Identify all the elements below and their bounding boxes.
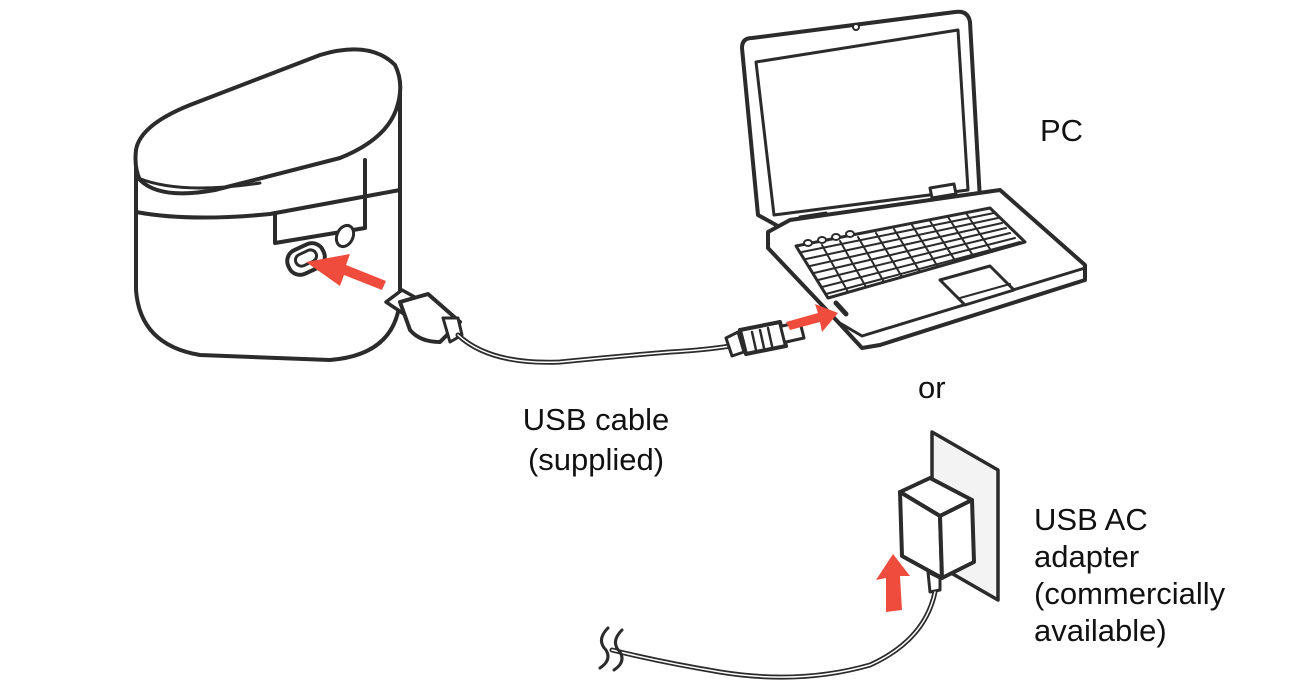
laptop-icon xyxy=(740,9,1087,350)
laptop-usb-port xyxy=(833,300,849,317)
label-adapter-line3: (commercially xyxy=(1034,576,1226,611)
label-usb-ac-adapter: USB AC adapter (commercially available) xyxy=(1034,501,1225,649)
label-adapter-line4: available) xyxy=(1034,613,1167,648)
arrow-into-laptop xyxy=(786,304,838,332)
label-adapter-line1: USB AC xyxy=(1034,502,1148,537)
arrow-icon xyxy=(306,254,910,612)
usb-ac-adapter-icon xyxy=(598,476,976,680)
label-usb-cable-line1: USB cable xyxy=(522,402,670,437)
charging-case-icon xyxy=(133,47,403,362)
arrow-into-case xyxy=(306,254,386,290)
arrow-into-adapter xyxy=(876,554,910,612)
label-adapter-line2: adapter xyxy=(1034,539,1140,574)
usb-cable-icon xyxy=(384,288,806,365)
label-usb-cable-line2: (supplied) xyxy=(527,442,665,477)
label-usb-cable: USB cable (supplied) xyxy=(506,401,686,478)
label-or: or xyxy=(918,370,946,405)
label-pc: PC xyxy=(1040,113,1084,148)
case-led xyxy=(334,223,356,249)
